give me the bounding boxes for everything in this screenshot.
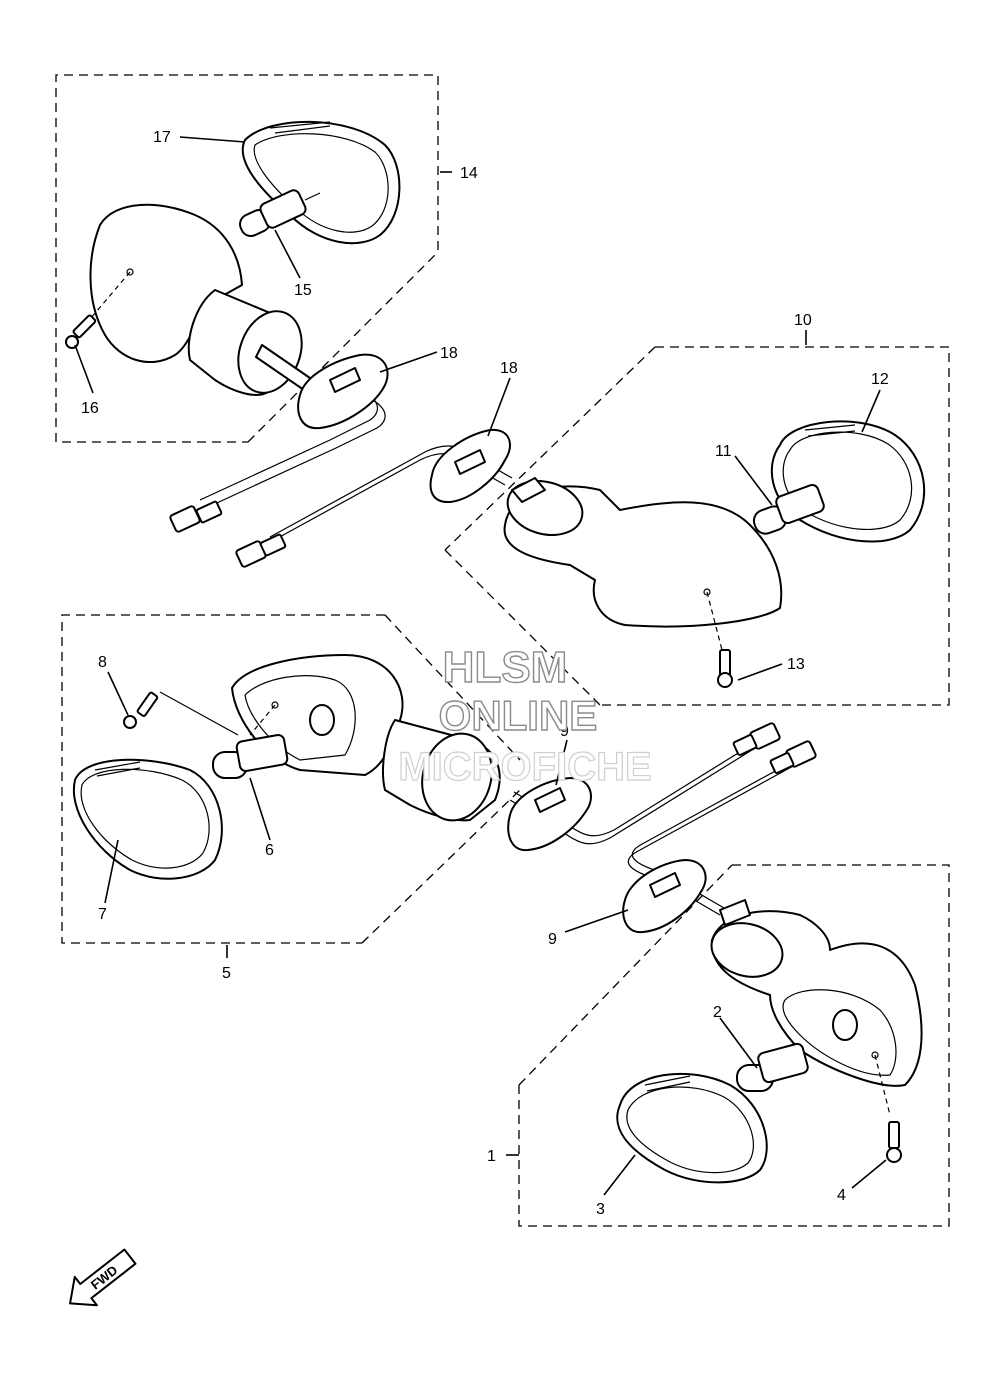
connector-right-2 bbox=[769, 740, 817, 774]
callout-7: 7 bbox=[98, 906, 107, 923]
callout-13: 13 bbox=[787, 656, 805, 673]
grommet-9-left bbox=[507, 777, 592, 852]
grommet-18-left bbox=[297, 353, 389, 430]
flasher-body-front-right bbox=[710, 899, 923, 1116]
grommet-9-right bbox=[622, 859, 707, 934]
screw-8 bbox=[123, 691, 239, 736]
callout-18-right: 18 bbox=[500, 360, 518, 377]
callout-4: 4 bbox=[837, 1187, 846, 1204]
connector-right-1 bbox=[732, 722, 781, 756]
callout-18-left: 18 bbox=[440, 345, 458, 362]
callout-14: 14 bbox=[460, 165, 478, 182]
callout-16: 17 bbox=[153, 129, 171, 146]
callout-15: 15 bbox=[294, 282, 312, 299]
watermark-line-2: ONLINE bbox=[439, 692, 598, 739]
flasher-body-rear-left bbox=[84, 203, 311, 396]
screw-4 bbox=[886, 1121, 902, 1163]
fwd-arrow-icon: FWD bbox=[69, 1248, 137, 1307]
grommet-18-right bbox=[429, 428, 511, 504]
callout-3: 3 bbox=[596, 1201, 605, 1218]
assembly-box-5 bbox=[61, 614, 521, 944]
screw-13 bbox=[717, 649, 733, 688]
leader-lines bbox=[74, 136, 887, 1196]
bulb-11 bbox=[752, 484, 825, 535]
callout-9-right: 9 bbox=[548, 931, 557, 948]
watermark-line-1: HLSM bbox=[443, 643, 568, 692]
callout-10: 10 bbox=[794, 312, 812, 329]
bulb-15 bbox=[239, 189, 321, 238]
callout-12: 12 bbox=[871, 371, 889, 388]
lens-12 bbox=[770, 420, 926, 543]
assembly-box-10 bbox=[444, 346, 950, 706]
connector-left-1 bbox=[169, 500, 223, 533]
lens-7 bbox=[72, 758, 223, 880]
callout-5: 5 bbox=[222, 965, 231, 982]
connector-left-2 bbox=[235, 533, 287, 568]
screw-17 bbox=[65, 314, 97, 349]
lens-3 bbox=[616, 1072, 768, 1184]
callout-2: 2 bbox=[713, 1004, 722, 1021]
callout-8: 8 bbox=[98, 654, 107, 671]
watermark: HLSM ONLINE MICROFICHE bbox=[398, 642, 653, 789]
watermark-line-3: MICROFICHE bbox=[398, 745, 651, 789]
callout-11: 11 bbox=[715, 443, 732, 460]
callout-9-left: 9 bbox=[560, 723, 569, 740]
lens-16 bbox=[241, 120, 401, 245]
assembly-box-14 bbox=[55, 74, 439, 443]
callout-labels: 17 14 15 16 18 10 12 18 11 13 8 6 7 5 9 … bbox=[81, 129, 889, 1218]
callout-17: 16 bbox=[81, 400, 99, 417]
bulb-6 bbox=[212, 734, 289, 779]
flasher-body-rear-right bbox=[503, 477, 783, 651]
callout-1: 1 bbox=[487, 1148, 496, 1165]
bulb-2 bbox=[736, 1042, 809, 1092]
callout-6: 6 bbox=[265, 842, 274, 859]
